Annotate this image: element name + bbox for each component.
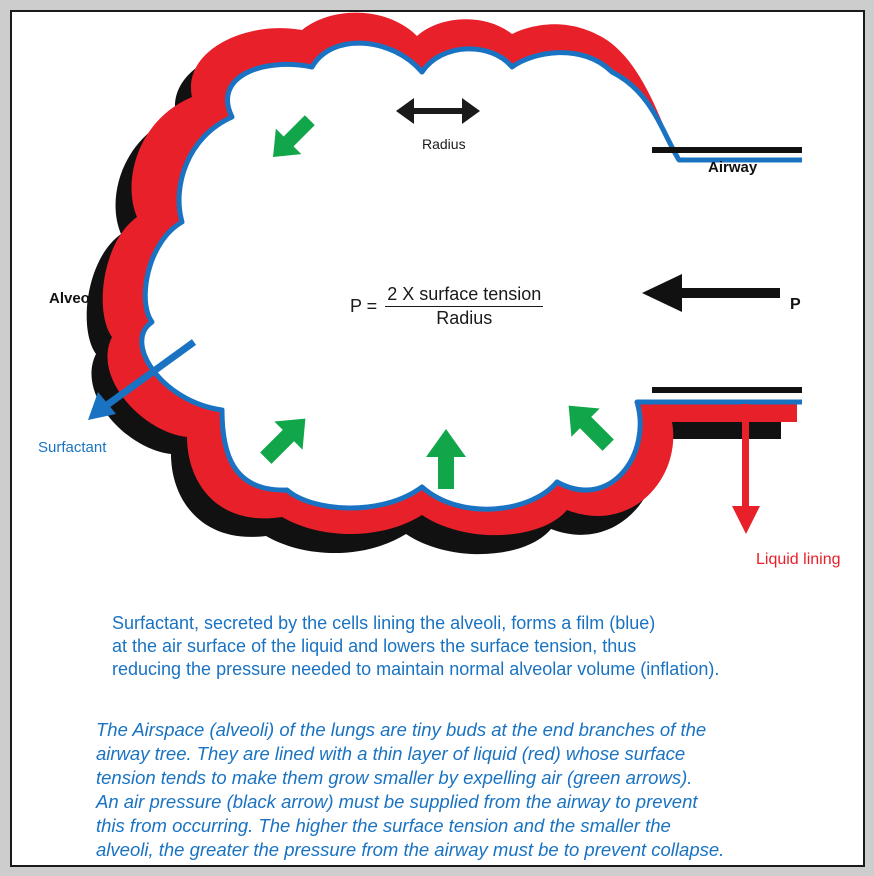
caption-line: alveoli, the greater the pressure from t… xyxy=(96,839,725,860)
alveoli-label: Alveoli xyxy=(49,290,99,307)
pressure-formula: P = 2 X surface tension Radius xyxy=(350,284,544,329)
radius-label: Radius xyxy=(422,136,466,152)
airway-lumen xyxy=(612,163,802,399)
formula-lhs: P = xyxy=(350,296,378,316)
green-arrow-top-left xyxy=(273,115,315,157)
caption-airspace: The Airspace (alveoli) of the lungs are … xyxy=(96,718,866,862)
radius-double-arrow xyxy=(396,98,480,124)
caption-line: airway tree. They are lined with a thin … xyxy=(96,743,686,764)
caption-surfactant: Surfactant, secreted by the cells lining… xyxy=(112,612,832,681)
caption-line: this from occurring. The higher the surf… xyxy=(96,815,671,836)
surfactant-label: Surfactant xyxy=(38,439,107,456)
pressure-label: P xyxy=(790,296,801,313)
formula-denominator: Radius xyxy=(436,308,493,328)
formula-numerator: 2 X surface tension xyxy=(385,284,544,307)
green-arrow-bottom-center xyxy=(426,429,466,489)
airway-label: Airway xyxy=(708,159,758,176)
green-arrow-bottom-right xyxy=(568,405,614,451)
caption-line: tension tends to make them grow smaller … xyxy=(96,767,693,788)
caption-line: The Airspace (alveoli) of the lungs are … xyxy=(96,719,707,740)
caption-line: reducing the pressure needed to maintain… xyxy=(112,659,720,679)
caption-line: Surfactant, secreted by the cells lining… xyxy=(112,613,656,633)
caption-line: at the air surface of the liquid and low… xyxy=(112,636,637,656)
liquid-lining-arrow xyxy=(732,404,760,534)
alveoli-diagram xyxy=(86,12,802,555)
green-arrow-bottom-left xyxy=(260,418,306,464)
liquid-lining-label: Liquid lining xyxy=(756,551,841,568)
surfactant-arrow xyxy=(88,339,197,420)
figure-frame: Radius Airway Alveoli P Surfactant Liqui… xyxy=(10,10,865,867)
pressure-arrow xyxy=(642,274,780,312)
caption-line: An air pressure (black arrow) must be su… xyxy=(96,791,698,812)
formula-fraction: 2 X surface tension Radius xyxy=(385,284,544,329)
